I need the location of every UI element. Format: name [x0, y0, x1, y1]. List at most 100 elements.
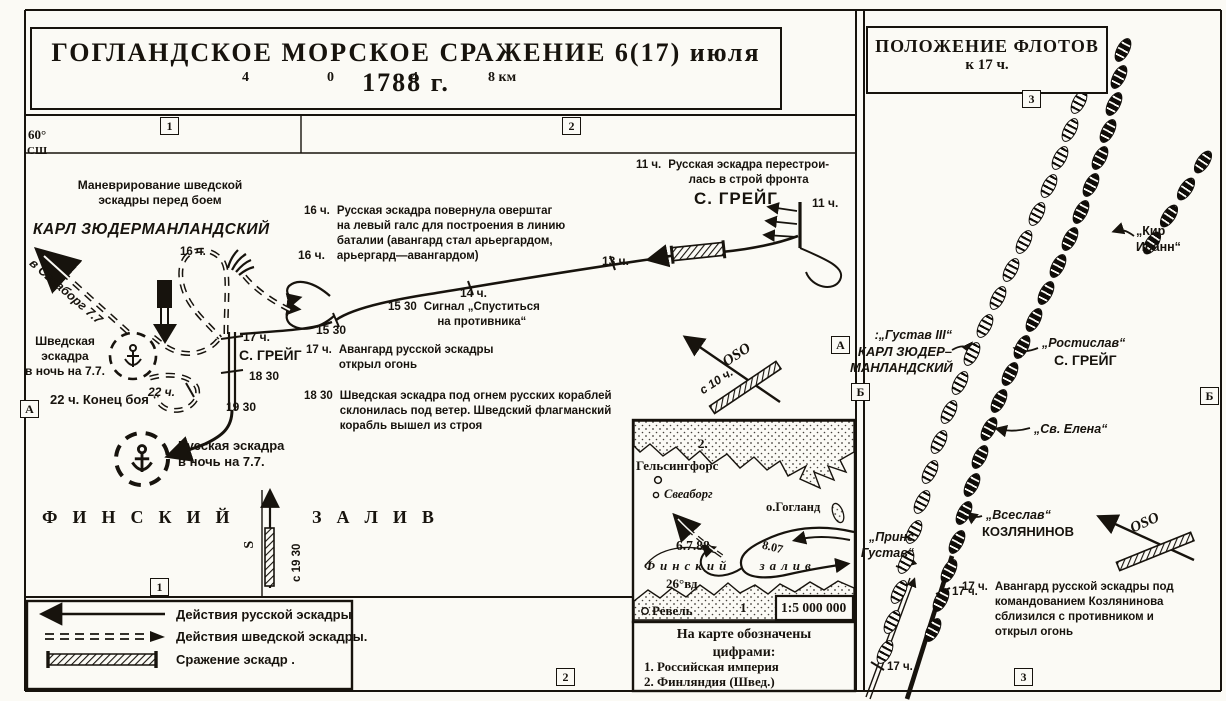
inset-num2: 2.	[698, 436, 708, 451]
wind-s-label: S	[242, 540, 258, 549]
swedish-commander-line2: МАНЛАНДСКИЙ	[850, 360, 953, 375]
event-11h: 11 ч. Русская эскадра перестрои- лась в …	[636, 158, 829, 188]
latitude-sub-label: СШ	[27, 145, 48, 157]
wind-oso-time-label: с 10 ч.	[696, 365, 736, 398]
event-16h-text: Русская эскадра повернула оверштаг на ле…	[336, 205, 566, 262]
end-of-battle-label: 22 ч. Конец боя	[50, 392, 149, 407]
grid-marker-3-bottom: 3	[1014, 668, 1033, 686]
inset-scale: 1:5 000 000	[781, 600, 847, 615]
legend-russian-label: Действия русской эскадры	[176, 607, 352, 622]
ship-label-sv-elena: „Св. Елена“	[1034, 422, 1108, 436]
right-panel-title: ПОЛОЖЕНИЕ ФЛОТОВ	[875, 36, 1099, 56]
right-panel-wind-arrow	[1096, 514, 1196, 572]
main-title: ГОГЛАНДСКОЕ МОРСКОЕ СРАЖЕНИЕ 6(17) июля …	[51, 38, 761, 97]
grid-marker-1-top: 1	[160, 117, 179, 135]
event-17h-time: 17 ч.	[306, 344, 332, 356]
inset-date-807: 8.07	[760, 537, 785, 557]
event-1830-text: Шведская эскадра под огнем русских кораб…	[339, 390, 612, 432]
grid-marker-a-left: А	[20, 400, 39, 418]
event-1530: 15 30 Сигнал „Спуститься на противника“	[388, 300, 540, 330]
grid-marker-1-bottom: 1	[150, 578, 169, 596]
event-1530-text: Сигнал „Спуститься на противника“	[423, 301, 540, 328]
time-16-loop: 16 ч.	[180, 246, 206, 258]
legend-battle-label: Сражение эскадр .	[176, 652, 295, 667]
event-11h-time: 11 ч.	[636, 159, 662, 171]
wind-arrow-s	[260, 488, 280, 588]
event-16h-time: 16 ч.	[304, 205, 330, 217]
ship-label-rostislav: „Ростислав“	[1042, 336, 1126, 350]
event-17h-text: Авангард русской эскадры открыл огонь	[338, 344, 494, 371]
grid-marker-3-top: 3	[1022, 90, 1041, 108]
time-22-track: 22 ч.	[148, 385, 176, 399]
inset-map	[633, 420, 855, 622]
inset-helsingfors: Гельсингфорс	[636, 458, 719, 473]
scale-label-4a: 4	[242, 70, 249, 85]
time-17-battleline: 17 ч.	[243, 330, 270, 344]
inset-caption-title: На карте обозначены цифрами:	[676, 627, 812, 660]
wind-arrow-oso	[682, 335, 783, 415]
event-1830: 18 30 Шведская эскадра под огнем русских…	[304, 389, 612, 434]
event-17h: 17 ч. Авангард русской эскадры открыл ог…	[306, 343, 493, 373]
latitude-label: 60°	[28, 127, 47, 142]
ship-label-vseslav: „Всеслав“	[986, 508, 1051, 522]
time-17-heavy-track: 17 ч.	[952, 586, 978, 598]
russian-anchorage-circle	[114, 431, 170, 487]
inset-caption-2: 2. Финляндия (Швед.)	[644, 674, 775, 689]
swedish-anchorage-circle	[108, 331, 158, 381]
to-sveaborg-label: в Свеаборг 7.7	[26, 256, 106, 327]
time-1530: 15 30	[316, 323, 347, 337]
event-1530-time: 15 30	[388, 301, 417, 313]
scale-label-0: 0	[327, 70, 334, 85]
grid-marker-2-top: 2	[562, 117, 581, 135]
grid-marker-b-right: Б	[1200, 387, 1219, 405]
inset-sveaborg: Свеаборг	[664, 487, 713, 501]
ship-label-kir-ioann: „Кир Иоанн“	[1136, 224, 1181, 254]
swedish-track	[33, 246, 292, 413]
wind-s-time-label: с 19 30	[291, 543, 303, 582]
grid-marker-b-left: Б	[851, 383, 870, 401]
time-17-thin-track: 17 ч.	[887, 661, 913, 673]
inset-revel: Ревель	[652, 603, 693, 618]
time-1830-battleline: 18 30	[249, 369, 280, 383]
swedish-anchorage-label: Шведская эскадра в ночь на 7.7.	[25, 334, 105, 378]
swedish-commander-label: КАРЛ ЗЮДЕРМАНЛАНДСКИЙ	[33, 221, 270, 238]
time-1930-battleline: 19 30	[226, 400, 257, 414]
event-17h-panel-text: Авангард русской эскадры под командовани…	[994, 581, 1174, 638]
event-1830-time: 18 30	[304, 390, 333, 402]
inset-hogland: о.Гогланд	[766, 500, 821, 514]
event-17h-panel: 17 ч. Авангард русской эскадры под коман…	[962, 580, 1212, 640]
event-17h-panel-time: 17 ч.	[962, 581, 988, 593]
scale-label-8km: 8 км	[488, 70, 517, 85]
right-panel-wind-label: OSO	[1127, 509, 1162, 537]
time-11: 11 ч.	[812, 196, 839, 210]
event-11h-text: Русская эскадра перестрои- лась в строй …	[668, 159, 830, 186]
russian-anchorage-label: Русская эскадра в ночь на 7.7.	[178, 438, 285, 470]
greig-left-label: С. ГРЕЙГ	[239, 347, 302, 363]
inset-date-6788: 6.7.88	[676, 538, 710, 553]
time-14: 14 ч.	[460, 286, 487, 300]
battle-segment	[669, 240, 727, 264]
swedish-commander-line1: КАРЛ ЗЮДЕР–	[857, 344, 952, 359]
gulf-of-finland-label: ФИНСКИЙ ЗАЛИВ	[42, 507, 449, 527]
legend-symbols	[38, 602, 165, 668]
inset-num1: 1	[740, 600, 747, 615]
grid-marker-2-bottom: 2	[556, 668, 575, 686]
right-panel-subtitle: к 17 ч.	[965, 57, 1009, 73]
time-13: 13 ч.	[602, 254, 629, 268]
maneuver-note: Маневрирование шведской эскадры перед бо…	[77, 178, 243, 207]
ship-label-prins-gustav: „Принс Густав“	[860, 530, 914, 560]
grid-marker-a-right: А	[831, 336, 850, 354]
longitude-label: 26°вд	[666, 576, 698, 591]
ship-label-gustav3: :„Густав III“	[874, 328, 952, 342]
main-title-box: ГОГЛАНДСКОЕ МОРСКОЕ СРАЖЕНИЕ 6(17) июля …	[30, 27, 782, 110]
inset-sea-label: Финский залив	[644, 558, 816, 573]
right-panel-title-box: ПОЛОЖЕНИЕ ФЛОТОВ к 17 ч.	[866, 26, 1108, 94]
inset-caption-1: 1. Российская империя	[644, 659, 779, 674]
greig-right-label: С. ГРЕЙГ	[694, 189, 778, 208]
greig-panel-label: С. ГРЕЙГ	[1054, 352, 1117, 368]
time-16-knot: 16 ч.	[298, 248, 325, 262]
event-16h: 16 ч. Русская эскадра повернула оверштаг…	[304, 204, 565, 264]
kozlyaninov-label: КОЗЛЯНИНОВ	[982, 524, 1074, 539]
